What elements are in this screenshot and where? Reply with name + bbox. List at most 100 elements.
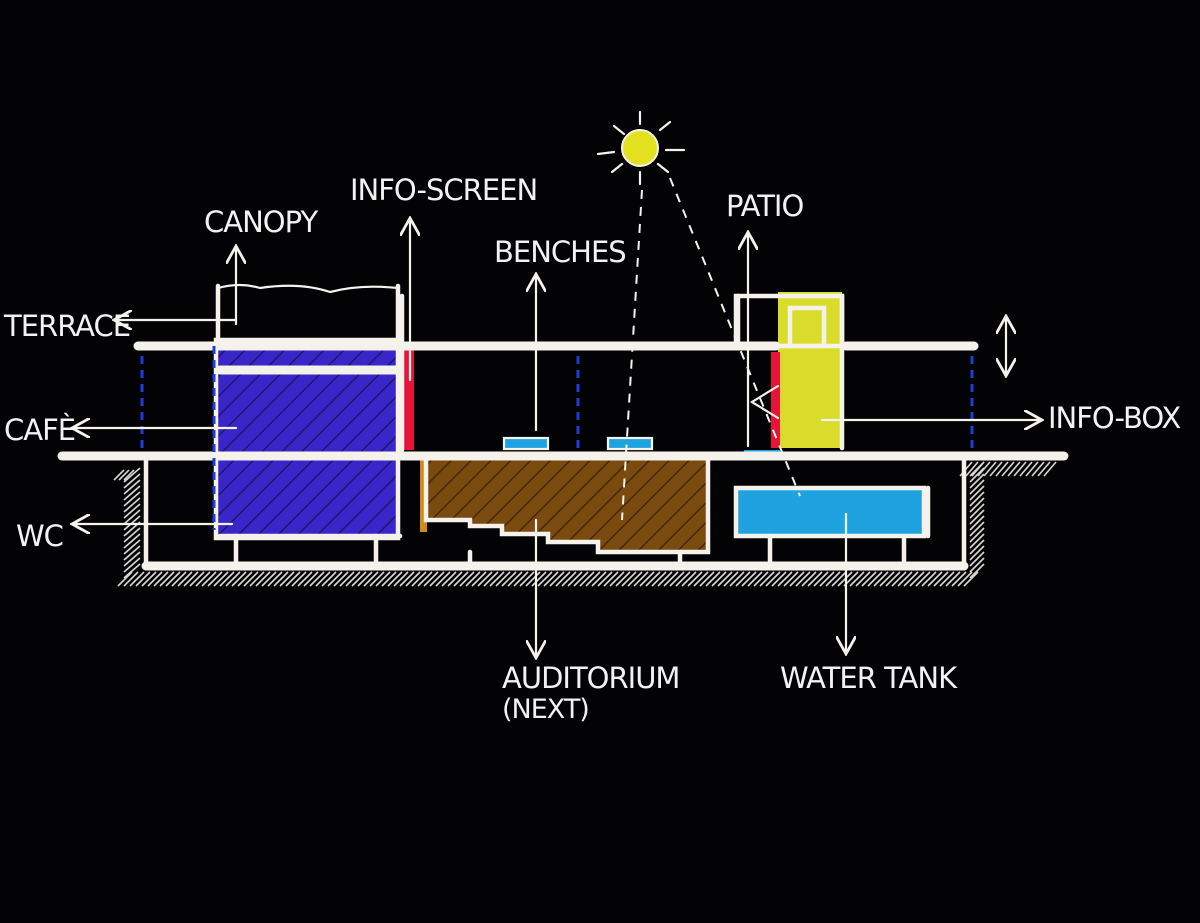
hatch-stroke — [663, 571, 679, 587]
hatch-stroke — [219, 571, 235, 587]
hatch-stroke — [381, 571, 397, 587]
hatch-stroke — [1019, 461, 1033, 477]
hatch-stroke — [771, 571, 787, 587]
hatch-stroke — [453, 571, 469, 587]
hatch-stroke — [135, 571, 151, 587]
hatch-stroke — [129, 571, 145, 587]
hatch-stroke — [255, 571, 271, 587]
hatch-stroke — [429, 571, 445, 587]
hatch-stroke — [291, 571, 307, 587]
hatch-stroke — [183, 571, 199, 587]
hatch-stroke — [207, 571, 223, 587]
hatch-stroke — [639, 571, 655, 587]
hatch-stroke — [921, 571, 937, 587]
hatch-stroke — [113, 469, 125, 481]
hatch-stroke — [165, 571, 181, 587]
hatch-stroke — [321, 571, 337, 587]
arrow-icon — [749, 384, 780, 420]
hatch-stroke — [903, 571, 919, 587]
hatch-stroke — [387, 571, 403, 587]
info-box-volume — [778, 292, 842, 448]
hatch-stroke — [483, 571, 499, 587]
hatch-stroke — [807, 571, 823, 587]
hatch-stroke — [915, 571, 931, 587]
hatch-stroke — [969, 557, 985, 573]
hatch-stroke — [1037, 461, 1051, 477]
water-tank-volume — [738, 490, 922, 534]
hatch-stroke — [327, 571, 343, 587]
hatch-stroke — [969, 551, 985, 567]
hatch-stroke — [537, 571, 553, 587]
ground-hatch — [113, 461, 1057, 587]
info-screen-strip — [403, 350, 414, 450]
hatch-stroke — [285, 571, 301, 587]
hatch-stroke — [989, 461, 1003, 477]
hatch-stroke — [747, 571, 763, 587]
hatch-stroke — [345, 571, 361, 587]
hatch-stroke — [477, 571, 493, 587]
hatch-stroke — [249, 571, 265, 587]
label-info-screen: INFO-SCREEN — [350, 173, 537, 207]
hatch-stroke — [995, 461, 1009, 477]
hatch-stroke — [813, 571, 829, 587]
hatch-stroke — [969, 485, 985, 501]
hatch-stroke — [393, 571, 409, 587]
hatch-stroke — [957, 571, 973, 587]
label-wc: WC — [16, 519, 63, 553]
hatch-stroke — [597, 571, 613, 587]
label-terrace: TERRACE — [3, 309, 130, 343]
hatch-stroke — [969, 521, 985, 537]
hatch-stroke — [459, 571, 475, 587]
hatch-stroke — [177, 571, 193, 587]
hatch-stroke — [971, 461, 985, 477]
hatch-stroke — [651, 571, 667, 587]
hatch-stroke — [201, 571, 217, 587]
hatch-stroke — [123, 479, 141, 495]
hatch-stroke — [765, 571, 781, 587]
hatch-stroke — [849, 571, 865, 587]
hatch-stroke — [621, 571, 637, 587]
hatch-stroke — [723, 571, 739, 587]
hatch-stroke — [933, 571, 949, 587]
hatch-stroke — [531, 571, 547, 587]
hatch-stroke — [519, 571, 535, 587]
hatch-stroke — [699, 571, 715, 587]
hatch-stroke — [123, 539, 141, 555]
hatch-stroke — [123, 533, 141, 549]
hatch-stroke — [399, 571, 415, 587]
hatch-stroke — [591, 571, 607, 587]
hatch-stroke — [573, 571, 589, 587]
hatch-stroke — [567, 571, 583, 587]
hatch-stroke — [351, 571, 367, 587]
hatch-stroke — [705, 571, 721, 587]
hatch-stroke — [885, 571, 901, 587]
hatch-stroke — [267, 571, 283, 587]
hatch-stroke — [513, 571, 529, 587]
hatch-stroke — [471, 571, 487, 587]
hatch-stroke — [303, 571, 319, 587]
auditorium-volume-hatch — [426, 460, 708, 552]
hatch-stroke — [633, 571, 649, 587]
hatch-stroke — [555, 571, 571, 587]
hatch-stroke — [1013, 461, 1027, 477]
hatch-stroke — [927, 571, 943, 587]
hatch-stroke — [669, 571, 685, 587]
hatch-stroke — [273, 571, 289, 587]
hatch-stroke — [237, 571, 253, 587]
hatch-stroke — [977, 461, 991, 477]
leader-arrows — [74, 220, 1040, 656]
hatch-stroke — [717, 571, 733, 587]
hatch-stroke — [123, 497, 141, 513]
hatch-stroke — [645, 571, 661, 587]
hatch-stroke — [117, 571, 133, 587]
hatch-stroke — [777, 571, 793, 587]
hatch-stroke — [118, 469, 130, 481]
hatch-stroke — [729, 571, 745, 587]
hatch-stroke — [603, 571, 619, 587]
hatch-stroke — [675, 571, 691, 587]
hatch-stroke — [357, 571, 373, 587]
hatch-stroke — [147, 571, 163, 587]
hatch-stroke — [969, 503, 985, 519]
hatch-stroke — [615, 571, 631, 587]
hatch-stroke — [795, 571, 811, 587]
